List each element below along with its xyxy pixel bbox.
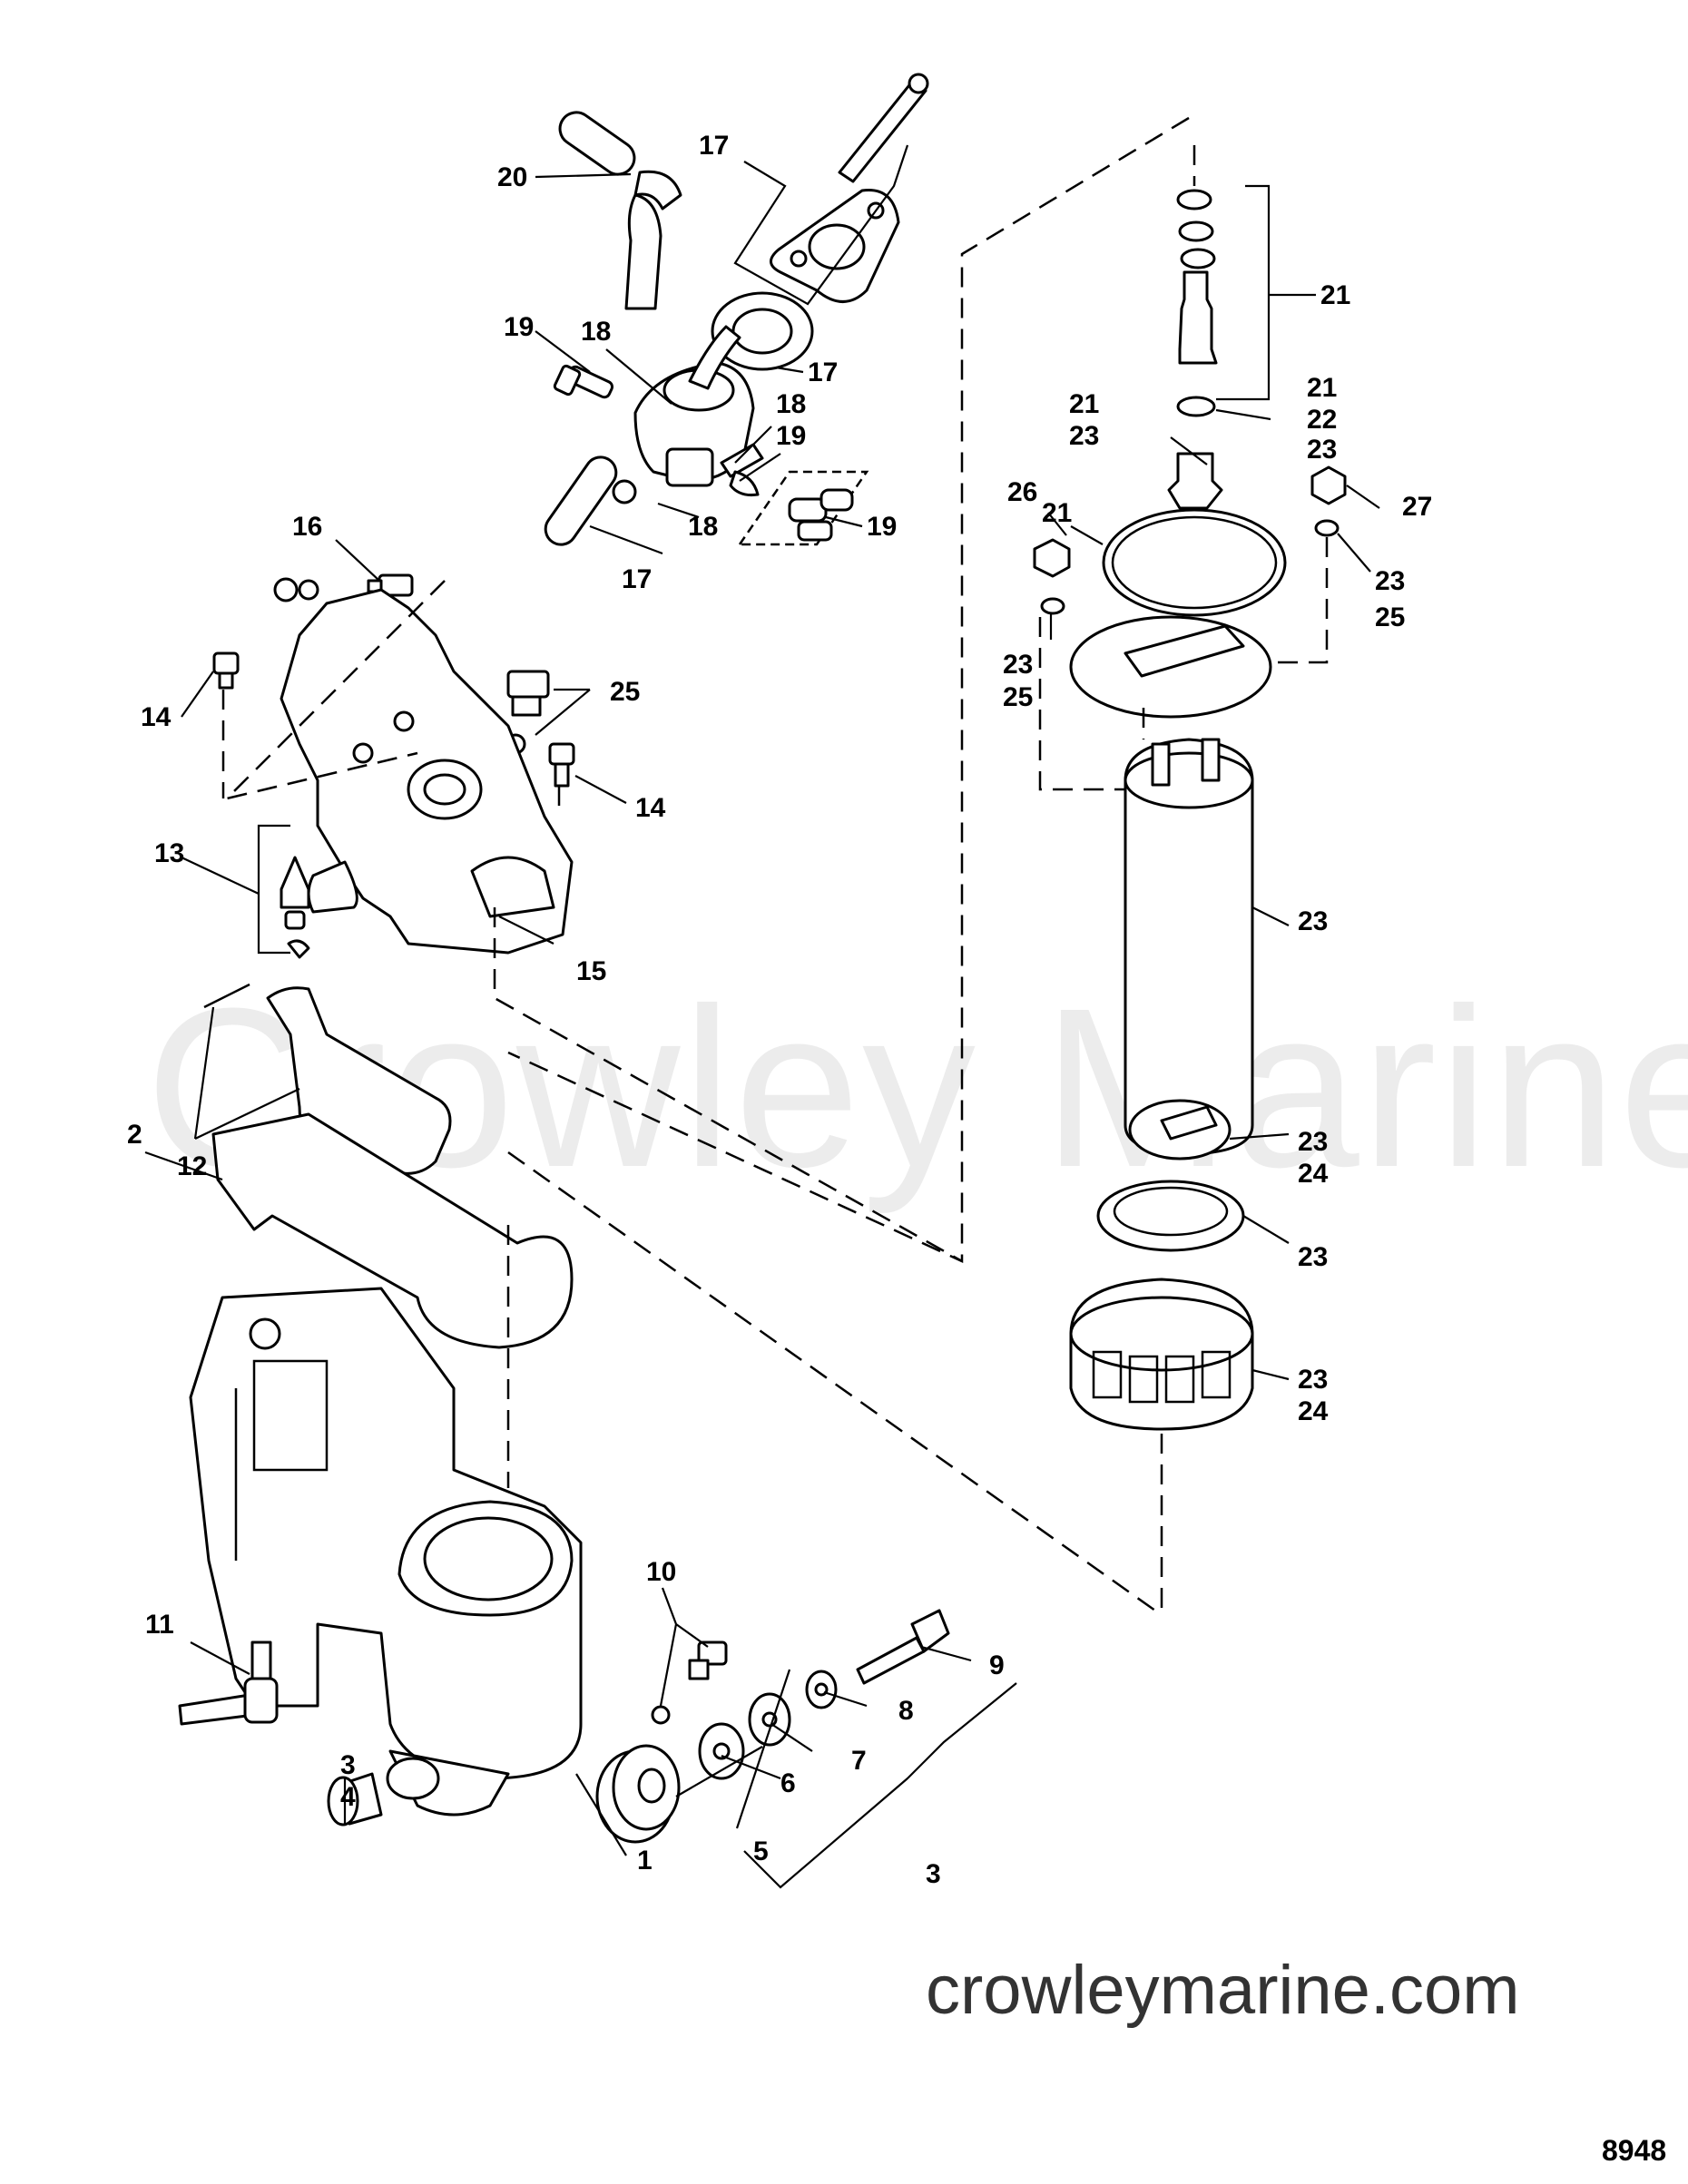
diagram-number: 8948 bbox=[1602, 2134, 1667, 2167]
screw-part-14-right bbox=[548, 742, 575, 788]
callout-2: 2 bbox=[127, 1120, 142, 1150]
callout-4: 4 bbox=[340, 1782, 356, 1812]
callout-23: 23 bbox=[1298, 906, 1328, 936]
callout-21: 21 bbox=[1307, 373, 1337, 403]
fitting-part-11 bbox=[178, 1640, 279, 1726]
callout-15: 15 bbox=[576, 956, 606, 986]
explode-lines bbox=[221, 116, 1329, 1617]
callout-24: 24 bbox=[1298, 1396, 1329, 1426]
nut-part-8 bbox=[805, 1670, 838, 1709]
o-ring-part-18 bbox=[612, 479, 637, 504]
needle-valve-part-13 bbox=[280, 856, 310, 959]
callout-23: 23 bbox=[1298, 1365, 1328, 1395]
screw-part-10 bbox=[651, 1640, 728, 1725]
bolt-part-9 bbox=[856, 1609, 950, 1685]
callout-21: 21 bbox=[1320, 280, 1350, 310]
callout-23: 23 bbox=[1069, 421, 1099, 451]
pump-bracket-part-24 bbox=[1128, 1099, 1232, 1161]
leader-lines bbox=[144, 144, 1380, 1889]
callout-21: 21 bbox=[1069, 389, 1099, 419]
nut-part-27 bbox=[1310, 465, 1347, 537]
screw-part-19 bbox=[553, 364, 613, 399]
callout-labels: 1 2 3 3 4 5 6 7 8 9 10 11 12 13 14 14 15… bbox=[127, 131, 1432, 1889]
callout-17: 17 bbox=[622, 564, 652, 594]
callout-9: 9 bbox=[989, 1650, 1005, 1680]
callout-21: 21 bbox=[1042, 498, 1072, 528]
callout-12: 12 bbox=[177, 1151, 207, 1181]
washer-part-7 bbox=[748, 1692, 791, 1747]
callout-18: 18 bbox=[776, 389, 806, 419]
fitting-part-16 bbox=[367, 573, 414, 597]
callout-23: 23 bbox=[1298, 1127, 1328, 1157]
pump-retainer-part-23 bbox=[1096, 1180, 1245, 1252]
callout-3: 3 bbox=[340, 1750, 356, 1780]
callout-20: 20 bbox=[497, 162, 527, 192]
o-ring-stack-part-21 bbox=[1176, 189, 1218, 365]
callout-5: 5 bbox=[753, 1836, 769, 1866]
fitting-group-part-19 bbox=[737, 470, 869, 546]
callout-7: 7 bbox=[851, 1746, 867, 1776]
check-valve-part-19 bbox=[720, 443, 764, 496]
separator-housing-part-1 bbox=[189, 1287, 583, 1817]
filter-screen-part-24 bbox=[1069, 1278, 1254, 1431]
o-ring-part-22 bbox=[1176, 396, 1216, 417]
grommet-part-5 bbox=[595, 1744, 681, 1844]
website-url: crowleymarine.com bbox=[926, 1952, 1520, 2029]
callout-23: 23 bbox=[1298, 1242, 1328, 1272]
callout-6: 6 bbox=[780, 1768, 796, 1798]
screw-part-14-left bbox=[212, 651, 240, 690]
plug-part-4 bbox=[327, 1772, 383, 1827]
callout-22: 22 bbox=[1307, 405, 1337, 435]
callout-8: 8 bbox=[898, 1696, 914, 1726]
electric-fuel-pump-part-23 bbox=[1124, 738, 1254, 1156]
tube-part-17 bbox=[544, 455, 618, 546]
callout-19: 19 bbox=[504, 312, 534, 342]
callout-1: 1 bbox=[637, 1846, 653, 1875]
callout-23: 23 bbox=[1307, 435, 1337, 465]
large-o-ring-part-21 bbox=[1102, 508, 1287, 617]
pump-body-part-18 bbox=[633, 325, 755, 487]
nut-part-26 bbox=[1033, 538, 1071, 615]
callout-26: 26 bbox=[1007, 477, 1037, 507]
callout-13: 13 bbox=[154, 838, 184, 868]
callout-25: 25 bbox=[610, 677, 640, 707]
callout-18: 18 bbox=[581, 317, 611, 347]
callout-18: 18 bbox=[688, 512, 718, 542]
pump-cover-plate-part-21 bbox=[1069, 615, 1272, 719]
callout-23: 23 bbox=[1375, 566, 1405, 596]
callout-19: 19 bbox=[867, 512, 897, 542]
callout-25: 25 bbox=[1375, 602, 1405, 632]
callout-24: 24 bbox=[1298, 1159, 1329, 1189]
callout-16: 16 bbox=[292, 512, 322, 542]
vapor-separator-cover-part-15 bbox=[273, 577, 574, 955]
callout-14: 14 bbox=[635, 793, 666, 823]
callout-11: 11 bbox=[145, 1610, 174, 1640]
seal-ring-part-17 bbox=[711, 291, 814, 371]
callout-10: 10 bbox=[646, 1557, 676, 1587]
callout-27: 27 bbox=[1402, 492, 1432, 522]
callout-17: 17 bbox=[808, 357, 838, 387]
callout-23: 23 bbox=[1003, 650, 1033, 680]
hose-elbow bbox=[624, 170, 682, 310]
callout-3: 3 bbox=[926, 1859, 941, 1889]
callout-14: 14 bbox=[141, 702, 172, 732]
hose-part-20 bbox=[558, 111, 636, 176]
gasket-part-2 bbox=[211, 1112, 574, 1349]
outlet-fitting-part-21 bbox=[1167, 452, 1223, 510]
screw-part-17 bbox=[838, 73, 929, 183]
callout-25: 25 bbox=[1003, 682, 1033, 712]
callout-17: 17 bbox=[699, 131, 729, 161]
callout-19: 19 bbox=[776, 421, 806, 451]
